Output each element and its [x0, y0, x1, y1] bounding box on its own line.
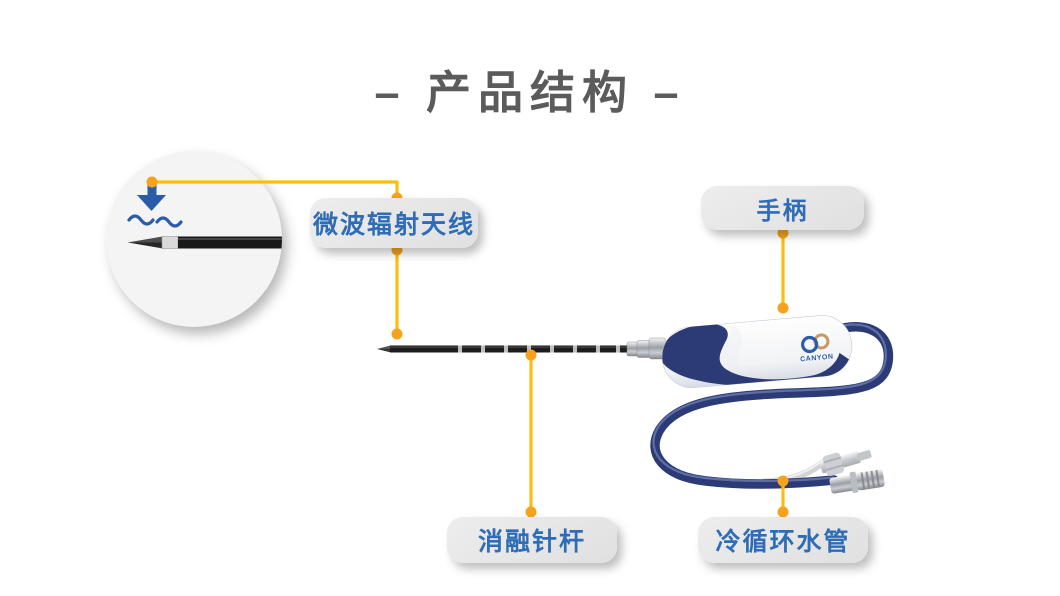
label-handle: 手柄	[701, 186, 864, 230]
label-ablation-shaft: 消融针杆	[447, 517, 617, 563]
page-title: – 产品结构 –	[374, 67, 686, 118]
radiation-arrow-icon	[137, 182, 166, 211]
brand-logo-text: CANYON	[800, 353, 834, 363]
label-microwave-antenna: 微波辐射天线	[310, 198, 478, 248]
handle-navy-accent	[660, 323, 852, 387]
label-cooling-water-pipe-text: 冷循环水管	[715, 528, 851, 556]
label-ablation-shaft-text: 消融针杆	[477, 528, 586, 556]
label-handle-text: 手柄	[756, 197, 809, 225]
luer-connector	[819, 450, 872, 476]
label-microwave-antenna-text: 微波辐射天线	[312, 211, 475, 239]
needle-depth-markings	[458, 345, 620, 353]
ablation-needle-shaft	[377, 337, 667, 360]
label-cooling-water-pipe: 冷循环水管	[698, 517, 868, 563]
brand-logo: CANYON	[800, 333, 834, 363]
needle-hub	[626, 337, 667, 360]
metal-connector	[829, 469, 885, 494]
antenna-band	[161, 236, 179, 249]
microwave-waves-icon	[127, 214, 183, 228]
blue-tube	[650, 322, 894, 489]
needle-tip-zoom	[128, 236, 282, 249]
device-handle: CANYON	[660, 315, 853, 389]
magnifier-circle	[106, 151, 282, 327]
cooling-water-tubes	[650, 322, 894, 494]
